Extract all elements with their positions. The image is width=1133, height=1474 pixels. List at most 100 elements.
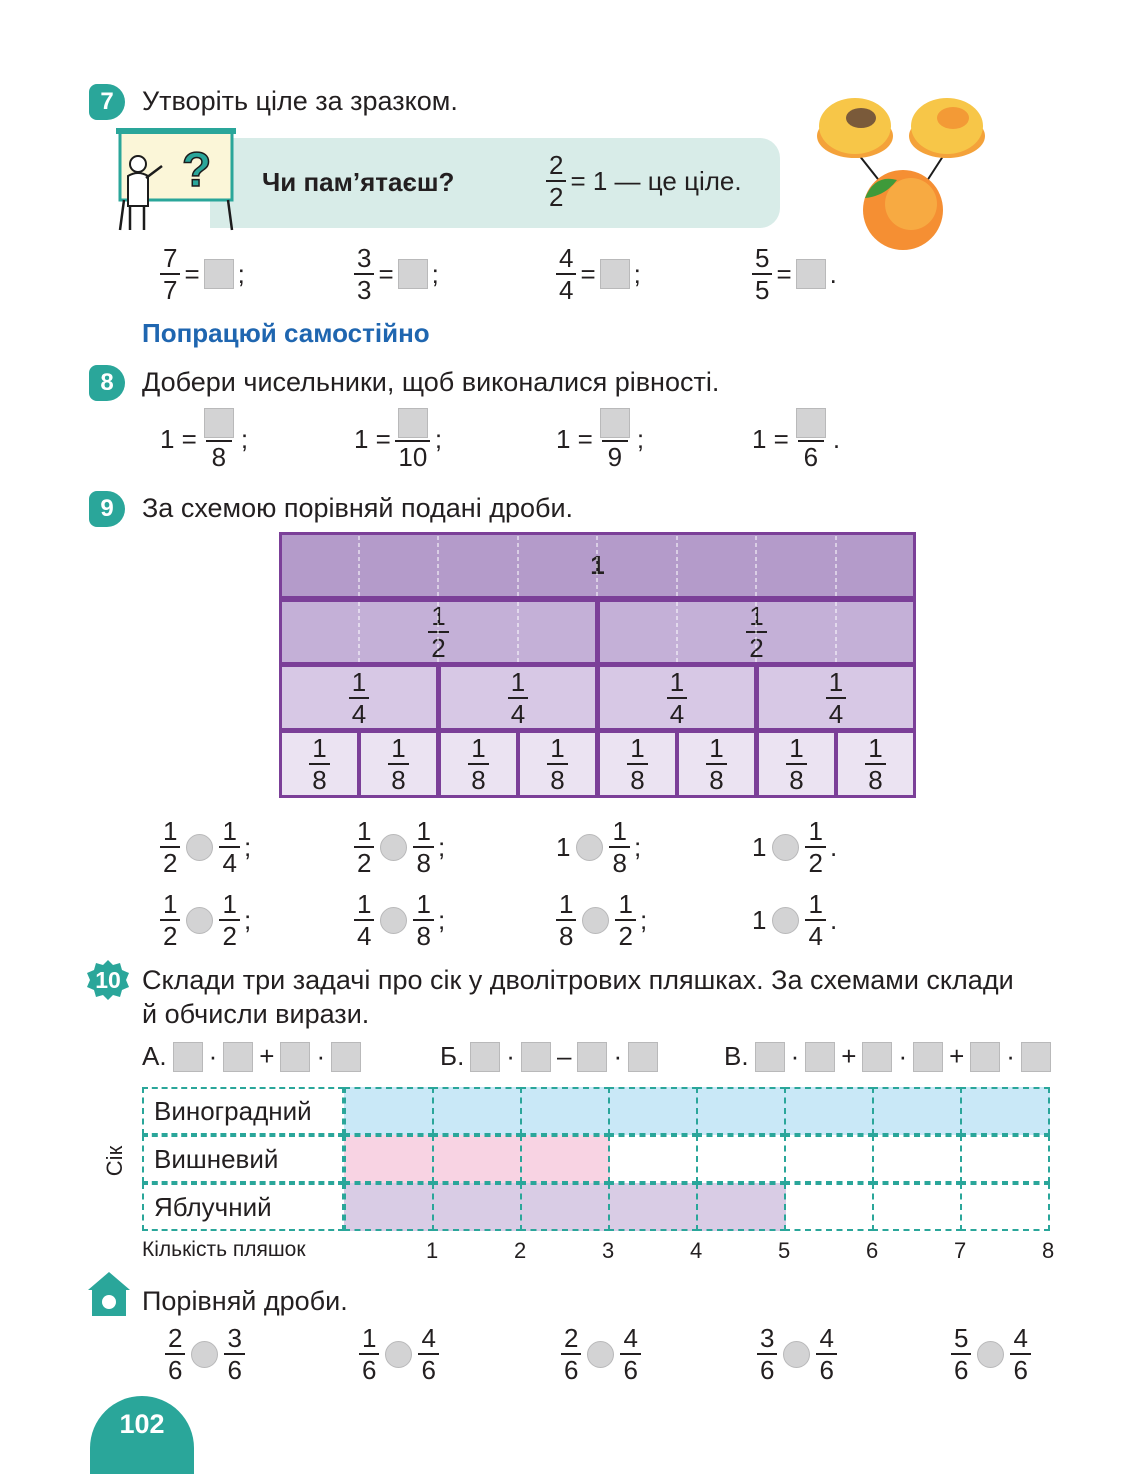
home-icon (88, 1272, 130, 1316)
expr-box[interactable] (862, 1041, 893, 1072)
expr-box[interactable] (172, 1041, 203, 1072)
compare-circle[interactable] (977, 1340, 1005, 1368)
juice-tick: 8 (1042, 1238, 1055, 1263)
task-10-text-line-2: й обчисли вирази. (142, 999, 370, 1029)
juice-cell (344, 1087, 434, 1135)
juice-cell (784, 1087, 874, 1135)
juice-row-grape: Виноградний (142, 1087, 1050, 1135)
juice-cell (872, 1183, 962, 1231)
expr-box[interactable] (970, 1041, 1001, 1072)
expression-b: Б. · – · (440, 1041, 659, 1072)
answer-box[interactable] (795, 259, 826, 289)
juice-cell (520, 1183, 610, 1231)
juice-cell (872, 1087, 962, 1135)
expr-box[interactable] (223, 1041, 254, 1072)
compare-circle[interactable] (380, 833, 408, 861)
svg-text:?: ? (182, 144, 211, 197)
section-title: Попрацюй самостійно (142, 318, 430, 348)
numerator-box[interactable] (397, 408, 428, 439)
reminder-title: Чи пам’ятаєш? (262, 167, 455, 197)
expr-box[interactable] (1020, 1041, 1051, 1072)
reminder-fraction: 2 2 (546, 152, 567, 210)
answer-box[interactable] (203, 259, 234, 289)
expr-box[interactable] (520, 1041, 551, 1072)
compare-circle[interactable] (772, 906, 800, 934)
juice-cell (960, 1135, 1050, 1183)
expr-box[interactable] (754, 1041, 785, 1072)
answer-box[interactable] (397, 259, 428, 289)
task-7-text: Утворіть ціле за зразком. (142, 86, 458, 116)
compare-circle[interactable] (576, 833, 604, 861)
juice-cell (696, 1183, 786, 1231)
task-10-badge: 10 (86, 960, 130, 1000)
compare-circle[interactable] (191, 1340, 219, 1368)
juice-tick: 7 (954, 1238, 967, 1263)
numerator-box[interactable] (599, 408, 630, 439)
task-7-badge: 7 (89, 84, 125, 120)
juice-cell (432, 1183, 522, 1231)
homework-text: Порівняй дроби. (142, 1286, 348, 1316)
juice-cell (608, 1135, 698, 1183)
juice-x-axis-label: Кількість пляшок (142, 1238, 306, 1261)
compare-circle[interactable] (582, 906, 610, 934)
expr-box[interactable] (628, 1041, 659, 1072)
task-8-item-1: 1 = 8 ; (160, 408, 248, 470)
juice-tick: 3 (602, 1238, 615, 1263)
task-8-item-2: 1 = 10 ; (354, 408, 442, 470)
reminder-formula: 2 2 = 1 — це ціле. (546, 152, 742, 210)
compare-circle[interactable] (380, 906, 408, 934)
expr-box[interactable] (470, 1041, 501, 1072)
task-9-badge: 9 (89, 491, 125, 527)
compare-circle[interactable] (186, 833, 214, 861)
expr-box[interactable] (577, 1041, 608, 1072)
juice-tick: 2 (514, 1238, 527, 1263)
teacher-board-icon: ? (110, 126, 240, 236)
juice-tick: 1 (426, 1238, 439, 1263)
compare-circle[interactable] (783, 1340, 811, 1368)
task-8-text: Добери чисельники, щоб виконалися рівнос… (142, 367, 720, 397)
compare-circle[interactable] (587, 1340, 615, 1368)
answer-box[interactable] (599, 259, 630, 289)
expr-box[interactable] (805, 1041, 836, 1072)
fraction-scheme: 1 12 12 14 14 14 14 18 18 18 18 18 18 18… (279, 532, 916, 798)
numerator-box[interactable] (203, 408, 234, 439)
compare-circle[interactable] (772, 833, 800, 861)
compare-circle[interactable] (186, 906, 214, 934)
expr-box[interactable] (913, 1041, 944, 1072)
page-number: 102 (119, 1409, 165, 1439)
juice-axis-label: Сік (102, 1145, 128, 1177)
page-number-tab (90, 1396, 194, 1474)
juice-cell (960, 1087, 1050, 1135)
juice-tick: 4 (690, 1238, 703, 1263)
juice-cell (784, 1135, 874, 1183)
expr-box[interactable] (331, 1041, 362, 1072)
juice-row-label: Виноградний (142, 1087, 344, 1135)
numerator-box[interactable] (795, 408, 826, 439)
task-8-item-4: 1 = 6 . (752, 408, 840, 470)
compare-circle[interactable] (385, 1340, 413, 1368)
task-9-text: За схемою порівняй подані дроби. (142, 493, 574, 523)
juice-cell (432, 1087, 522, 1135)
expr-box[interactable] (280, 1041, 311, 1072)
juice-cell (784, 1183, 874, 1231)
